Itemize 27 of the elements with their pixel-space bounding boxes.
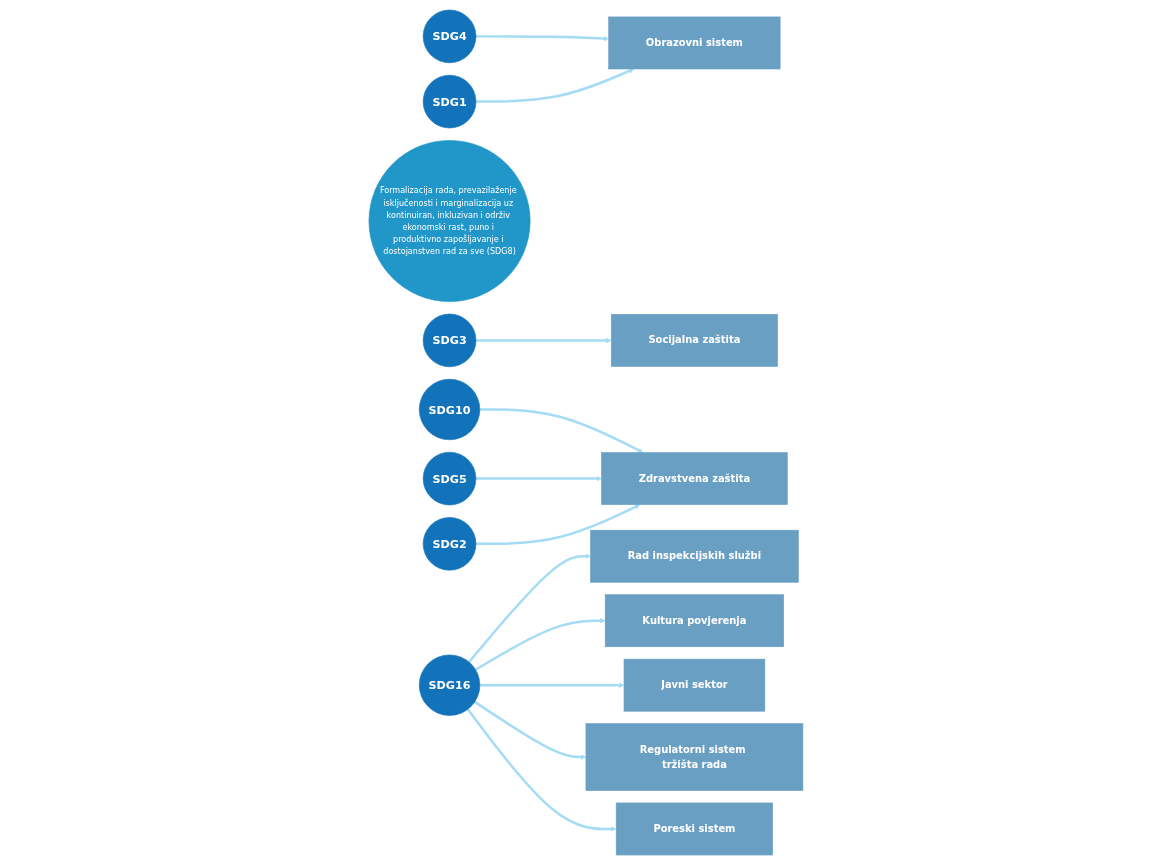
node-box: Obrazovni sistem (608, 16, 781, 70)
arrow (476, 504, 641, 546)
arrow (479, 682, 625, 688)
node-circle: SDG3 (422, 313, 477, 368)
node-box: Socijalna zaštita (611, 314, 778, 367)
node-circle: SDG2 (422, 517, 477, 571)
node-circle: Formalizacija rada, prevazilaženje isključenosti i marginalizacija uz kontinuiran, inkluzivan i održiv ekonomski rast, puno i produktivno zapošljavanje i dostojanstven rad za sve (SDG8) (368, 140, 531, 302)
arrow (466, 708, 617, 832)
node-box: Regulatorni sistem tržišta rada (585, 723, 804, 791)
node-circle: SDG16 (419, 654, 481, 716)
arrow (476, 475, 602, 482)
arrow (479, 408, 644, 453)
node-box: Kultura povjerenja (604, 594, 785, 648)
node-circle: SDG4 (422, 9, 477, 64)
node-circle: SDG1 (422, 74, 477, 129)
node-circle: SDG5 (422, 451, 477, 506)
node-box: Poreski sistem (615, 802, 773, 856)
arrow (476, 68, 635, 103)
node-box: Rad inspekcijskih službi (590, 529, 799, 583)
arrow (475, 617, 606, 671)
node-circle: SDG10 (419, 378, 481, 441)
node-box: Zdravstvena zaštita (601, 452, 788, 505)
arrow (468, 553, 591, 663)
node-box: Javni sektor (623, 658, 766, 712)
arrow (476, 35, 609, 42)
arrow (474, 700, 587, 760)
arrow (476, 337, 612, 344)
